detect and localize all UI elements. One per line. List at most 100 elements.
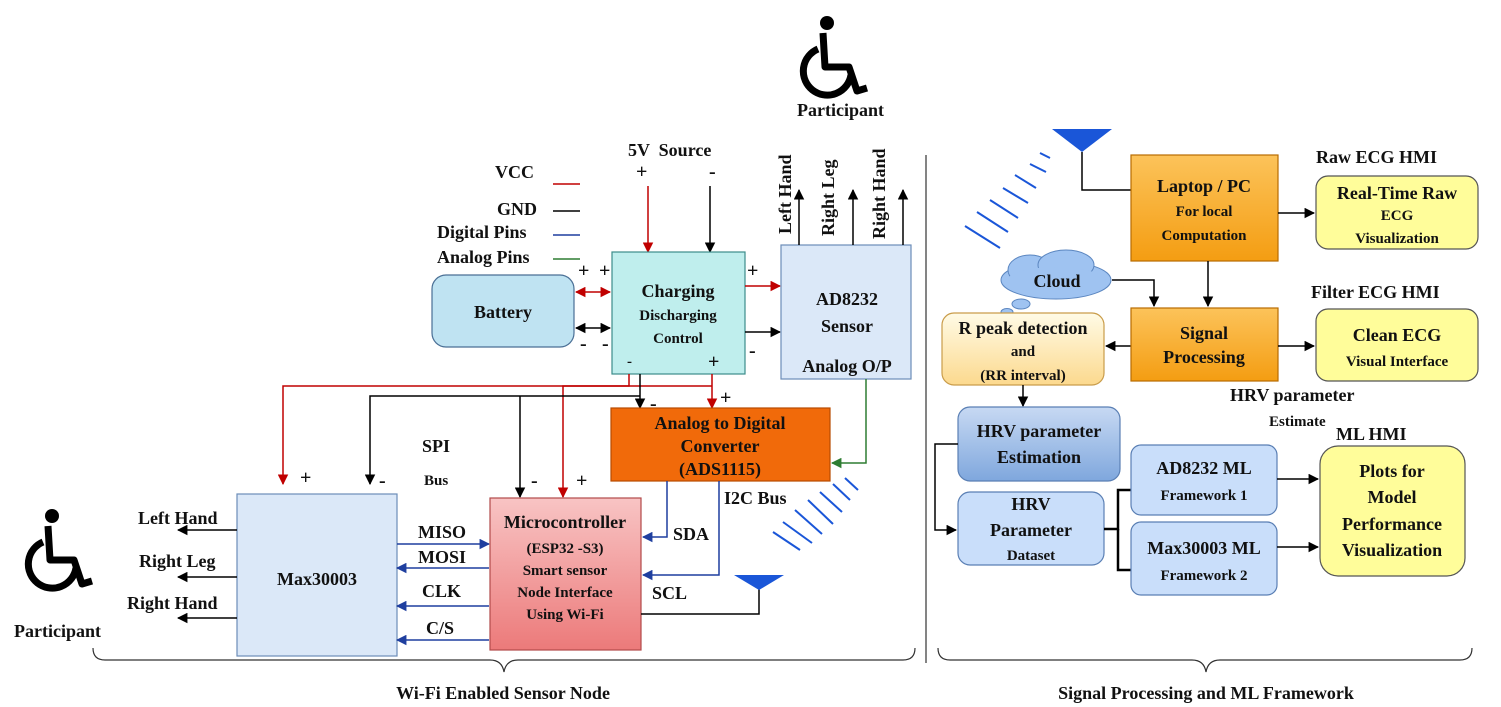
hrv-estimate-label: Estimate <box>1269 414 1326 430</box>
hrv-est-to-dataset-arrow <box>934 443 958 536</box>
raw-ecg-box <box>1315 175 1479 250</box>
dataset-to-ml1-connector <box>1104 488 1131 531</box>
rpeak-line-1: R peak detection <box>959 318 1088 338</box>
hrv-dataset-line-3: Dataset <box>1007 548 1055 564</box>
sign-minus: - <box>650 393 657 415</box>
vcc-to-max30003 <box>277 374 630 486</box>
wireless-waves-icon <box>964 152 1051 249</box>
hrv-param-label: HRV parameter <box>1230 385 1355 405</box>
plots-line-1: Plots for <box>1359 461 1424 481</box>
sign-plus: + <box>300 467 311 489</box>
left-section-brace <box>92 647 916 673</box>
sign-plus: + <box>720 387 731 409</box>
filter-hmi-label: Filter ECG HMI <box>1311 282 1440 302</box>
mcu-line-2: (ESP32 -S3) <box>526 541 603 557</box>
sign-plus: + <box>708 351 719 373</box>
charging-line-3: Control <box>653 331 703 347</box>
gnd-to-max30003 <box>364 395 640 486</box>
sign-minus: - <box>627 354 632 370</box>
rpeak-line-2: and <box>1011 344 1036 360</box>
mcu-line-5: Using Wi-Fi <box>526 607 603 623</box>
sign-minus: - <box>531 470 538 492</box>
clean-ecg-box <box>1315 308 1479 382</box>
cloud-to-signal-arrow <box>1112 279 1160 308</box>
dataset-to-ml2-connector <box>1116 529 1131 572</box>
ad8232-ml-line-2: Framework 1 <box>1160 488 1247 504</box>
legend-gnd-label: GND <box>497 199 537 219</box>
left-section-label: Wi-Fi Enabled Sensor Node <box>396 683 610 703</box>
analog-op-label: Analog O/P <box>802 356 892 376</box>
plots-line-2: Model <box>1368 487 1417 507</box>
clk-label: CLK <box>422 581 461 601</box>
lead-right-leg: Right Leg <box>139 551 216 571</box>
wheelchair-icon <box>799 16 869 99</box>
microcontroller-box <box>489 497 642 651</box>
mcu-antenna-wire <box>641 588 760 615</box>
raw-hmi-label: Raw ECG HMI <box>1316 147 1437 167</box>
source-plus: + <box>636 161 647 183</box>
source-minus: - <box>709 161 716 183</box>
participant-top-label: Participant <box>797 100 884 120</box>
max30003-ml-box <box>1130 521 1278 596</box>
laptop-line-1: Laptop / PC <box>1157 176 1251 196</box>
ad8232-ml-box <box>1130 444 1278 516</box>
sign-plus: + <box>576 470 587 492</box>
analog-out-wire <box>830 379 867 469</box>
hrv-dataset-line-1: HRV <box>1011 494 1050 514</box>
legend-digital-label: Digital Pins <box>437 222 527 242</box>
plots-line-4: Visualization <box>1342 540 1442 560</box>
spi-label-2: Bus <box>424 473 448 489</box>
scl-wire <box>641 481 720 581</box>
adc-line-1: Analog to Digital <box>654 413 785 433</box>
charging-line-2: Discharging <box>639 308 717 324</box>
clean-ecg-line-2: Visual Interface <box>1346 354 1449 370</box>
battery-box <box>431 274 575 348</box>
raw-ecg-line-1: Real-Time Raw <box>1337 183 1457 203</box>
participant-left-label: Participant <box>14 621 101 641</box>
sign-minus: - <box>602 333 609 355</box>
laptop-antenna-wire <box>1081 152 1131 191</box>
lead-right-hand: Right Hand <box>127 593 218 613</box>
sign-plus: + <box>747 260 758 282</box>
battery-label: Battery <box>474 302 532 322</box>
legend-analog-label: Analog Pins <box>437 247 530 267</box>
hrv-dataset-line-2: Parameter <box>990 520 1072 540</box>
antenna-icon <box>734 575 784 590</box>
plots-line-3: Performance <box>1342 514 1442 534</box>
scl-label: SCL <box>652 583 687 603</box>
max-ml-line-1: Max30003 ML <box>1147 538 1260 558</box>
wireless-waves-icon <box>772 477 859 551</box>
mcu-line-3: Smart sensor <box>523 563 608 579</box>
clean-ecg-line-1: Clean ECG <box>1353 325 1442 345</box>
sign-minus: - <box>580 333 587 355</box>
right-section-brace <box>937 647 1473 673</box>
miso-label: MISO <box>418 522 466 542</box>
lead-top-right-leg: Right Leg <box>818 160 838 237</box>
i2c-label: I2C Bus <box>724 488 787 508</box>
lead-top-left-hand: Left Hand <box>775 154 795 234</box>
raw-ecg-line-3: Visualization <box>1355 231 1439 247</box>
ad8232-line-2: Sensor <box>821 316 873 336</box>
adc-box <box>610 407 831 482</box>
mcu-line-4: Node Interface <box>517 585 613 601</box>
ad8232-line-1: AD8232 <box>816 289 878 309</box>
cloud-label: Cloud <box>1033 271 1080 291</box>
wheelchair-icon <box>24 509 94 592</box>
cs-label: C/S <box>426 618 454 638</box>
antenna-icon <box>1052 129 1112 152</box>
spi-label-1: SPI <box>422 436 450 456</box>
vcc-to-mcu <box>557 385 712 499</box>
sign-minus: - <box>379 470 386 492</box>
ad8232-ml-line-1: AD8232 ML <box>1156 458 1252 478</box>
adc-line-3: (ADS1115) <box>679 459 761 480</box>
lead-top-right-hand: Right Hand <box>869 148 889 239</box>
signal-line-2: Processing <box>1163 347 1245 367</box>
raw-ecg-line-2: ECG <box>1381 208 1414 224</box>
sign-plus: + <box>578 260 589 282</box>
max30003-label: Max30003 <box>277 569 357 589</box>
plots-box <box>1319 445 1466 577</box>
signal-processing-box <box>1130 307 1279 382</box>
legend-vcc-label: VCC <box>495 162 534 182</box>
adc-line-2: Converter <box>681 436 760 456</box>
